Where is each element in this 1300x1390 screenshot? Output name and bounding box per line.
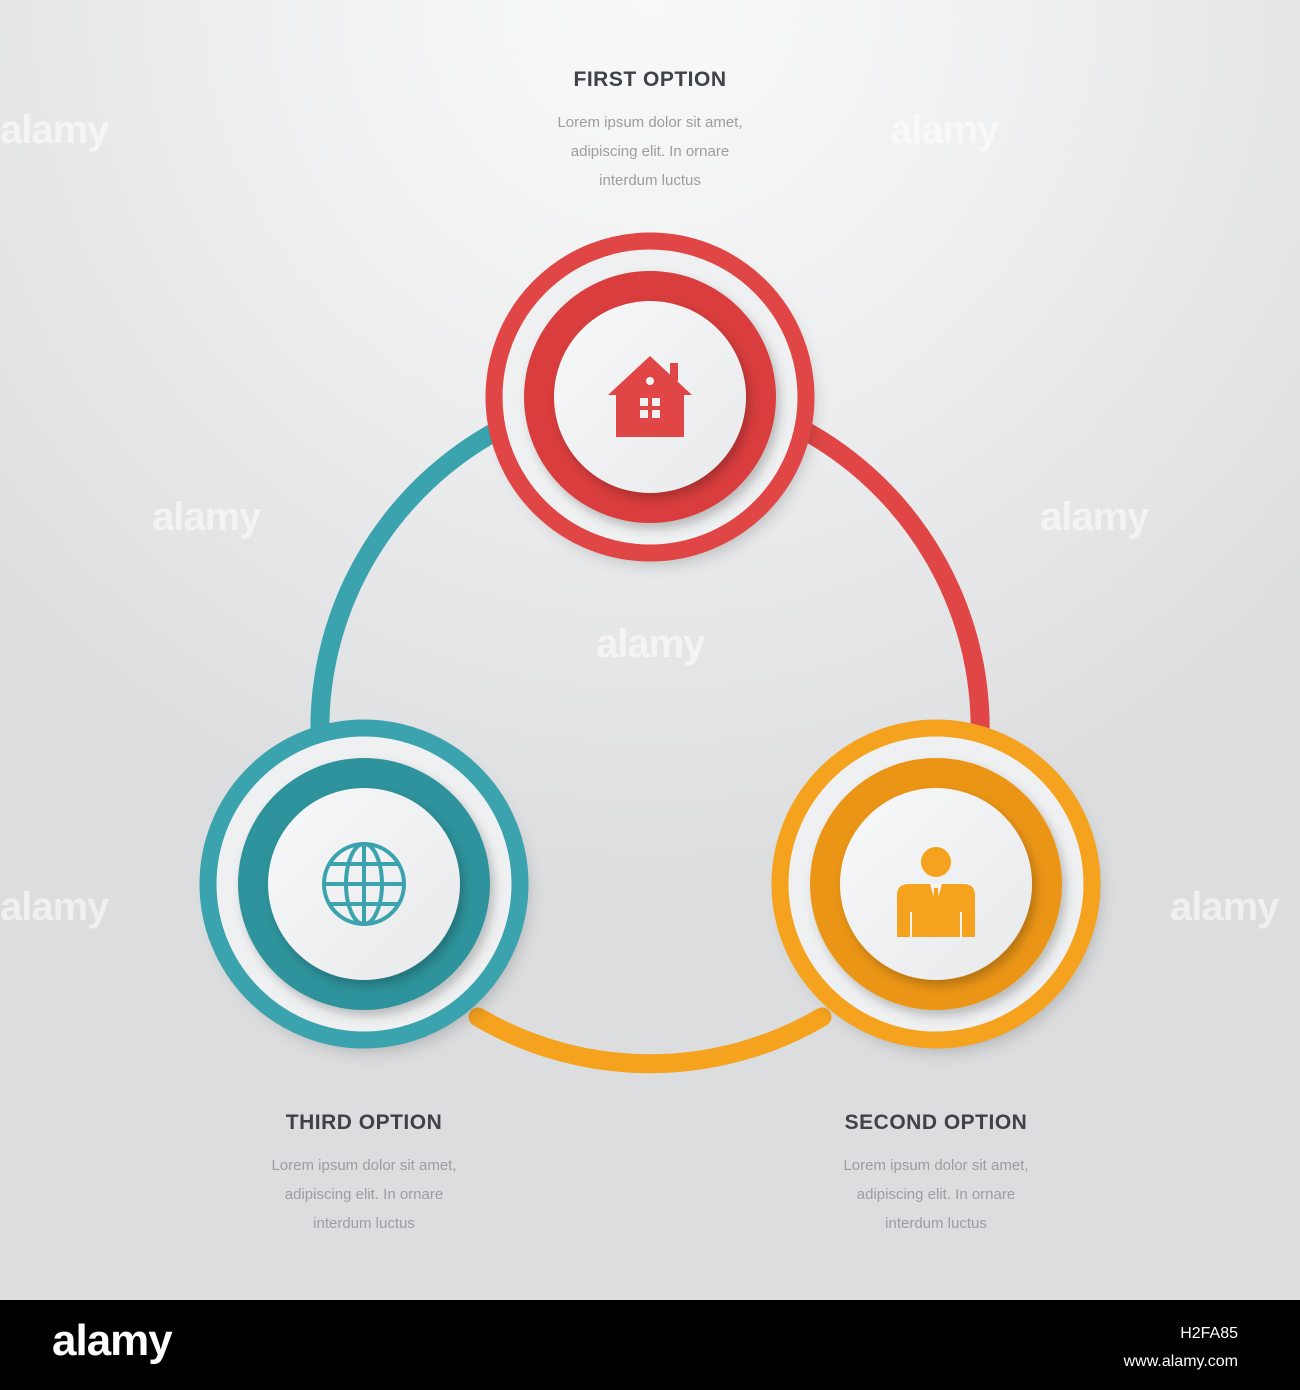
node-third	[199, 719, 529, 1049]
cycle-diagram	[199, 232, 1101, 1074]
option-third-text-line: Lorem ipsum dolor sit amet,	[271, 1157, 457, 1174]
arc-third-to-first	[310, 418, 512, 748]
node-second	[771, 719, 1101, 1049]
footer-image-id: H2FA85	[1180, 1325, 1238, 1342]
stock-footer-bar: alamy H2FA85 www.alamy.com	[0, 1300, 1300, 1390]
footer-site: www.alamy.com	[1123, 1353, 1238, 1370]
option-first: FIRST OPTION Lorem ipsum dolor sit amet,…	[470, 68, 830, 195]
option-first-title: FIRST OPTION	[573, 68, 727, 91]
arc-first-to-second	[790, 418, 990, 748]
option-second-text-line: Lorem ipsum dolor sit amet,	[843, 1157, 1029, 1174]
globe-icon	[322, 842, 406, 926]
diagram-canvas: FIRST OPTION Lorem ipsum dolor sit amet,…	[184, 68, 1116, 1238]
businessman-icon	[897, 847, 975, 937]
option-first-text-line: adipiscing elit. In ornare	[570, 143, 730, 160]
option-first-text-line: interdum luctus	[599, 172, 701, 189]
arc-second-to-third	[468, 1007, 832, 1074]
option-second-title: SECOND OPTION	[844, 1111, 1028, 1134]
house-icon	[608, 356, 692, 437]
option-second: SECOND OPTION Lorem ipsum dolor sit amet…	[756, 1111, 1116, 1238]
option-third-title: THIRD OPTION	[285, 1111, 443, 1134]
option-second-text-line: interdum luctus	[885, 1215, 987, 1232]
footer-meta: H2FA85 www.alamy.com	[1124, 1320, 1238, 1376]
option-second-text-line: adipiscing elit. In ornare	[856, 1186, 1016, 1203]
option-third-text-line: adipiscing elit. In ornare	[284, 1186, 444, 1203]
option-third: THIRD OPTION Lorem ipsum dolor sit amet,…	[184, 1111, 544, 1238]
option-third-text-line: interdum luctus	[313, 1215, 415, 1232]
node-first	[485, 232, 815, 562]
footer-logo: alamy	[52, 1316, 173, 1365]
option-first-text-line: Lorem ipsum dolor sit amet,	[557, 114, 743, 131]
